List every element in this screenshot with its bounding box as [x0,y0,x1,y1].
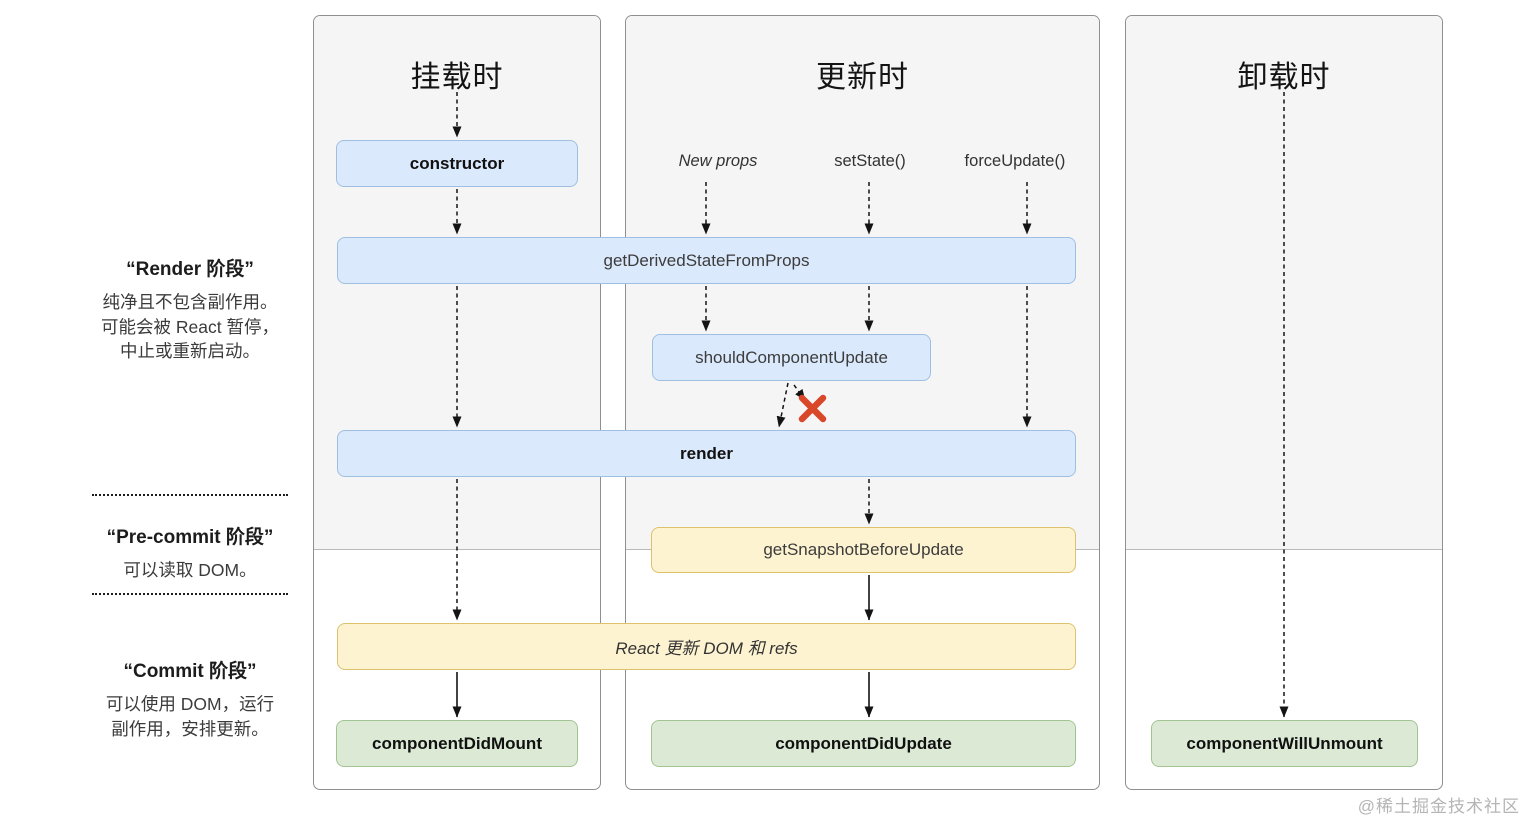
phase-render-line-2: 可能会被 React 暂停， [101,316,279,337]
phase-commit-line-2: 副作用，安排更新。 [111,718,269,739]
column-title-updating: 更新时 [816,61,909,94]
box-constructor: constructor [336,140,578,187]
box-component-did-mount: componentDidMount [336,720,578,767]
phase-divider-top [92,494,288,496]
phase-render-title: “Render 阶段” [126,259,254,280]
box-component-did-update: componentDidUpdate [651,720,1076,767]
box-component-will-unmount: componentWillUnmount [1151,720,1418,767]
box-should-component-update: shouldComponentUpdate [652,334,931,381]
watermark: @稀土掘金技术社区 [1357,797,1520,816]
red-x-icon [798,394,827,423]
box-render: render [337,430,1076,477]
phase-divider-bottom [92,593,288,595]
trigger-new-props: New props [678,152,758,170]
phase-commit: “Commit 阶段” 可以使用 DOM，运行 副作用，安排更新。 [70,656,310,741]
box-react-updates-dom: React 更新 DOM 和 refs [337,623,1076,670]
box-get-derived-state-from-props: getDerivedStateFromProps [337,237,1076,284]
phase-commit-title: “Commit 阶段” [123,661,257,682]
trigger-force-update: forceUpdate() [964,152,1066,170]
box-get-snapshot-before-update: getSnapshotBeforeUpdate [651,527,1076,573]
phase-pre-commit-title: “Pre-commit 阶段” [106,527,274,548]
phase-pre-commit-line-1: 可以读取 DOM。 [123,560,257,580]
column-title-unmounting: 卸载时 [1237,61,1331,94]
phase-render-line-3: 中止或重新启动。 [120,341,260,361]
arrow-scu-to-render [776,382,789,428]
phase-commit-line-1: 可以使用 DOM，运行 [105,694,275,714]
phase-render-line-1: 纯净且不包含副作用。 [102,292,278,312]
trigger-set-state: setState() [834,152,906,170]
phase-pre-commit: “Pre-commit 阶段” 可以读取 DOM。 [70,522,310,583]
column-title-mounting: 挂载时 [410,61,504,94]
phase-render: “Render 阶段” 纯净且不包含副作用。 可能会被 React 暂停， 中止… [70,254,310,364]
